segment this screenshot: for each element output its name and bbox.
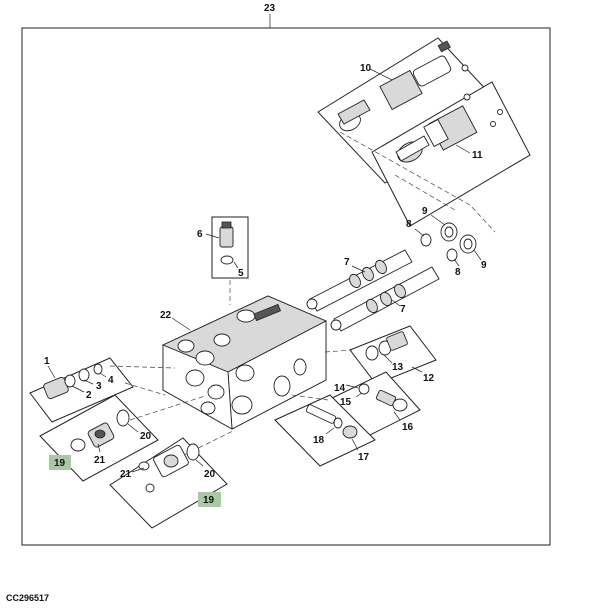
- badge-19b: [198, 492, 221, 507]
- panel-17-18: [274, 394, 376, 467]
- callout-leader-9a: [430, 214, 446, 226]
- callout-leader-8a: [414, 228, 425, 237]
- alignment-dash-6: [129, 395, 206, 421]
- callout-9b: 9: [481, 260, 487, 271]
- solenoid-valve-10: [337, 40, 503, 132]
- callout-leader-18: [325, 427, 335, 435]
- alignment-dash-9: [291, 394, 329, 401]
- callout-leader-5: [233, 261, 239, 269]
- callout-leader-9b: [473, 249, 482, 261]
- check-valve-13: [365, 331, 408, 361]
- callout-12: 12: [423, 373, 435, 384]
- spool-lower: [330, 266, 440, 332]
- callout-19a: 19: [54, 458, 66, 469]
- callout-5: 5: [238, 268, 244, 279]
- solenoid-valve-11: [395, 105, 496, 163]
- assembly-frame: [21, 27, 551, 546]
- plug-16: [358, 383, 408, 412]
- callout-leader-21b: [131, 467, 145, 473]
- callout-8b: 8: [455, 267, 461, 278]
- badge-19a: [49, 455, 71, 470]
- callout-leader-20a: [127, 423, 139, 433]
- relief-valve-1: [43, 363, 103, 400]
- callout-19b: 19: [203, 495, 215, 506]
- callout-17: 17: [358, 452, 370, 463]
- plug-17: [305, 404, 358, 439]
- callout-leader-13: [383, 354, 393, 364]
- callout-leader-16: [393, 411, 401, 421]
- panel-19b: [109, 437, 228, 529]
- callout-leader-15: [355, 392, 363, 398]
- alignment-dash-1: [339, 131, 496, 233]
- callout-20a: 20: [140, 431, 152, 442]
- callout-21a: 21: [94, 455, 106, 466]
- callout-18: 18: [313, 435, 325, 446]
- callout-20b: 20: [204, 469, 216, 480]
- callout-14: 14: [334, 383, 346, 394]
- seal-rings-upper: [420, 222, 458, 247]
- callout-leader-7a: [351, 265, 366, 273]
- valve-body: [161, 295, 328, 430]
- callout-11: 11: [472, 150, 483, 161]
- callout-2: 2: [86, 390, 92, 401]
- panel-11: [371, 81, 531, 227]
- callout-leader-14: [345, 384, 359, 389]
- cover-assembly-19b: [138, 443, 200, 493]
- callout-leader-12: [411, 366, 423, 373]
- callout-6: 6: [197, 229, 203, 240]
- callout-16: 16: [402, 422, 414, 433]
- callout-13: 13: [392, 362, 404, 373]
- callout-leader-3: [83, 379, 94, 385]
- callout-8a: 8: [406, 219, 412, 230]
- alignment-dash-2: [394, 174, 456, 211]
- spool-upper: [306, 249, 413, 312]
- cover-assembly-19a: [70, 409, 130, 452]
- panel-12-13: [349, 325, 437, 385]
- callout-9a: 9: [422, 206, 428, 217]
- callout-leader-17: [351, 438, 359, 451]
- callout-leader-6: [205, 233, 220, 239]
- callout-leader-20b: [195, 459, 204, 467]
- callout-leader-21a: [97, 443, 101, 453]
- seal-rings-lower: [446, 234, 477, 262]
- callout-leader-22: [171, 317, 191, 331]
- alignment-dash-4: [109, 365, 176, 369]
- callout-22: 22: [160, 310, 172, 321]
- callout-leader-2: [71, 385, 85, 393]
- plug-6: [219, 221, 234, 265]
- callout-15: 15: [340, 397, 352, 408]
- alignment-dash-5: [124, 382, 166, 396]
- callout-23: 23: [264, 3, 276, 14]
- callout-leader-7b: [391, 299, 401, 307]
- callout-leader-11: [455, 144, 471, 154]
- callout-leader-10: [369, 68, 393, 81]
- callout-10: 10: [360, 63, 372, 74]
- alignment-dash-8: [324, 349, 353, 353]
- callout-3: 3: [96, 381, 102, 392]
- figure-id: CC296517: [6, 593, 50, 603]
- callout-leader-1: [47, 365, 56, 379]
- callout-leader-4: [99, 372, 107, 378]
- callout-4: 4: [108, 375, 114, 386]
- callout-leader-8b: [453, 258, 460, 267]
- callout-1: 1: [44, 356, 50, 367]
- callout-7a: 7: [344, 257, 350, 268]
- callout-21b: 21: [120, 469, 132, 480]
- callout-7b: 7: [400, 304, 406, 315]
